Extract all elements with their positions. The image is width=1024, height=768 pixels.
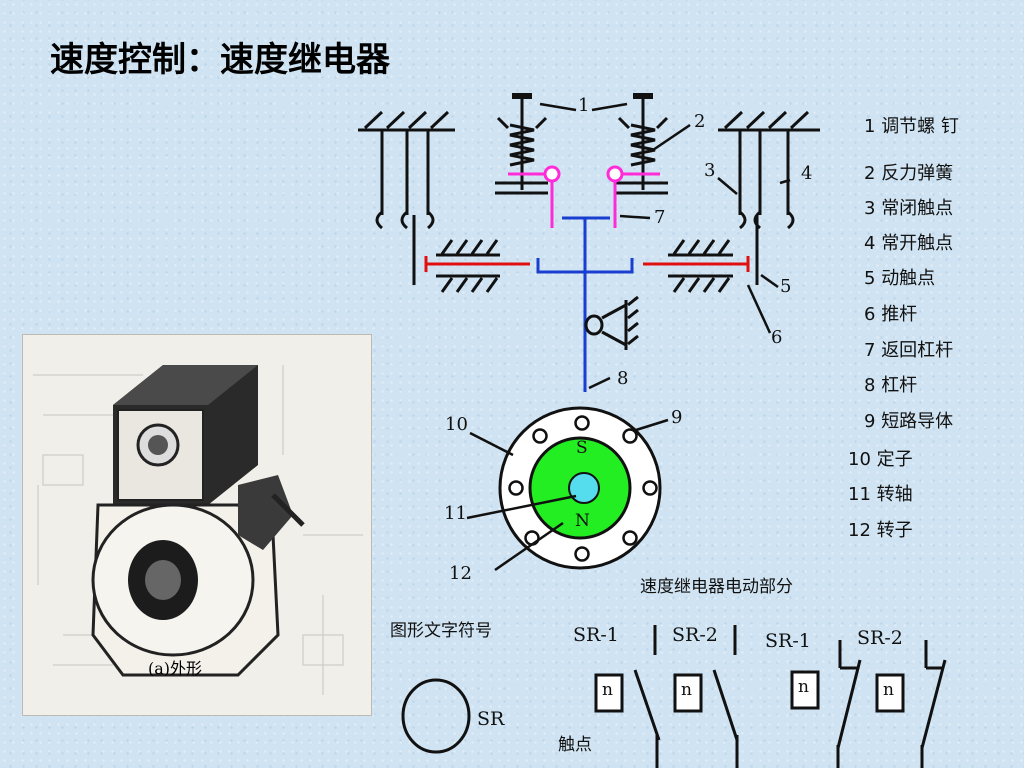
callout-2: 2 <box>694 111 706 132</box>
contacts-label: 触点 <box>558 735 592 755</box>
speed-mark-3: n <box>798 677 809 697</box>
speed-mark-4: n <box>883 680 894 700</box>
legend-item-7: 7 返回杠杆 <box>864 340 954 361</box>
red-push-rods <box>424 256 750 272</box>
contact-tag-sr2-nc: SR-2 <box>857 627 903 649</box>
legend-item-11: 11 转轴 <box>848 484 913 505</box>
callout-7: 7 <box>654 207 666 228</box>
legend-item-12: 12 转子 <box>848 520 913 541</box>
speed-mark-1: n <box>602 680 613 700</box>
sr-coil-label: SR <box>477 708 505 730</box>
callout-4: 4 <box>801 163 813 184</box>
guide-blocks <box>436 239 733 293</box>
speed-mark-2: n <box>681 680 692 700</box>
legend-item-8: 8 杠杆 <box>864 375 918 396</box>
callout-11: 11 <box>444 503 467 524</box>
left-fixed-support <box>358 110 455 285</box>
legend-item-6: 6 推杆 <box>864 304 918 325</box>
callout-10: 10 <box>445 414 468 435</box>
legend-item-1: 1 调节螺 钉 <box>864 116 959 137</box>
magenta-contacts <box>508 165 660 228</box>
legend-item-4: 4 常开触点 <box>864 233 954 254</box>
legend-item-9: 9 短路导体 <box>864 411 954 432</box>
short-circuit-conductors <box>508 415 658 562</box>
callout-leaders <box>466 102 791 572</box>
diagram-caption: 速度继电器电动部分 <box>640 577 793 597</box>
contact-tag-sr1-no: SR-1 <box>573 624 619 646</box>
callout-8: 8 <box>617 368 629 389</box>
shaft <box>568 472 600 504</box>
pole-north-label: N <box>575 511 590 531</box>
legend-item-2: 2 反力弹簧 <box>864 163 954 184</box>
photo-caption: (a)外形 <box>148 659 203 678</box>
legend-item-10: 10 定子 <box>848 449 913 470</box>
contact-tag-sr2-no: SR-2 <box>672 624 718 646</box>
device-photo <box>22 334 372 716</box>
callout-5: 5 <box>780 276 792 297</box>
pivot-support <box>584 295 639 350</box>
callout-3: 3 <box>704 160 716 181</box>
symbols-heading: 图形文字符号 <box>390 621 492 641</box>
contact-symbols <box>594 625 947 768</box>
pole-south-label: S <box>576 438 588 458</box>
callout-1: 1 <box>578 95 590 116</box>
callout-12: 12 <box>449 563 472 584</box>
right-fixed-support <box>718 110 820 285</box>
sr-coil-symbol <box>401 678 471 754</box>
callout-9: 9 <box>671 407 683 428</box>
page-title: 速度控制：速度继电器 <box>50 40 390 80</box>
legend-item-3: 3 常闭触点 <box>864 198 954 219</box>
legend-item-5: 5 动触点 <box>864 268 936 289</box>
blue-lever <box>536 216 634 392</box>
component-legend: 1 调节螺 钉 2 反力弹簧 3 常闭触点 4 常开触点 5 动触点 6 推杆 … <box>848 112 1018 542</box>
left-adjust-screw <box>495 93 548 195</box>
callout-6: 6 <box>771 327 783 348</box>
device-illustration <box>33 365 363 695</box>
contact-tag-sr1-nc: SR-1 <box>765 630 811 652</box>
